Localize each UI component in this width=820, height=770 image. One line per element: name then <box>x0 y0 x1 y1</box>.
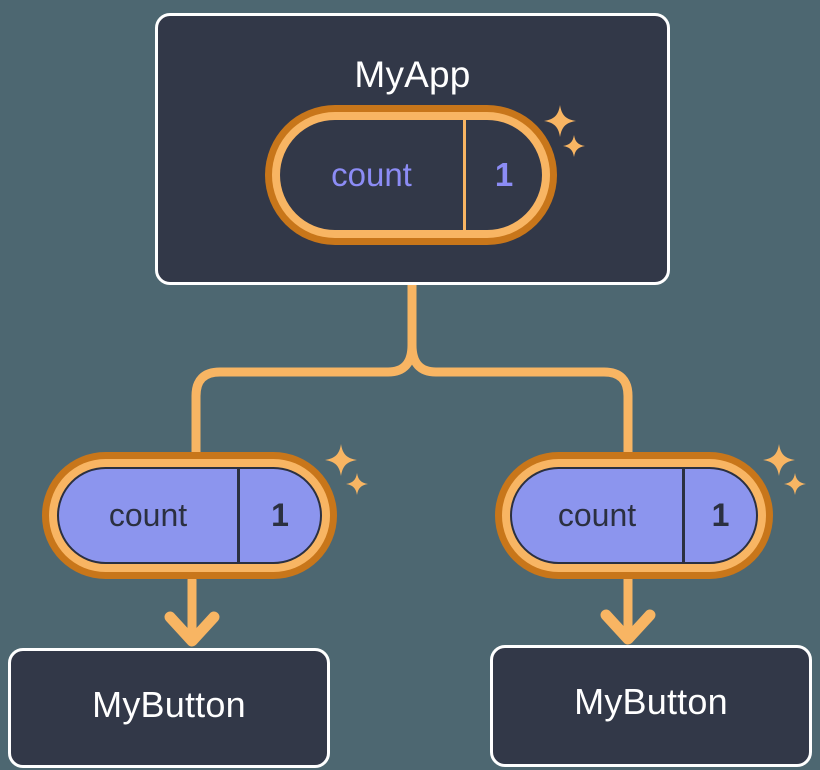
state-value-label: 1 <box>463 120 542 230</box>
state-pill-left[interactable]: count 1 <box>42 452 337 579</box>
state-pill-body: count 1 <box>510 467 758 564</box>
arrow-down-icon-right <box>600 609 656 645</box>
state-value-label: 1 <box>237 469 320 562</box>
state-value-label: 1 <box>682 469 756 562</box>
state-pill-ring: count 1 <box>49 459 330 572</box>
state-pill-myapp[interactable]: count 1 <box>265 105 557 245</box>
state-key-label: count <box>331 156 412 193</box>
sparkle-icon <box>345 472 369 496</box>
state-key-label: count <box>557 497 637 533</box>
sparkle-icon <box>324 443 358 477</box>
component-card-title: MyButton <box>92 684 246 725</box>
page-title: MyApp <box>354 54 471 95</box>
sparkle-icon <box>762 443 796 477</box>
arrow-down-icon-left <box>164 611 220 647</box>
wire-branch-right <box>407 340 633 457</box>
sparkle-icon <box>783 472 807 496</box>
wire-branch-left <box>191 340 417 457</box>
state-pill-ring: count 1 <box>502 459 766 572</box>
component-card-mybutton-right[interactable]: MyButton <box>490 645 812 767</box>
state-pill-body: count 1 <box>57 467 322 564</box>
component-card-mybutton-left[interactable]: MyButton <box>8 648 330 768</box>
component-card-title: MyButton <box>574 681 728 722</box>
state-key-label: count <box>108 497 188 533</box>
state-pill-body: count 1 <box>280 120 542 230</box>
state-pill-right[interactable]: count 1 <box>495 452 773 579</box>
state-pill-ring: count 1 <box>272 112 550 238</box>
